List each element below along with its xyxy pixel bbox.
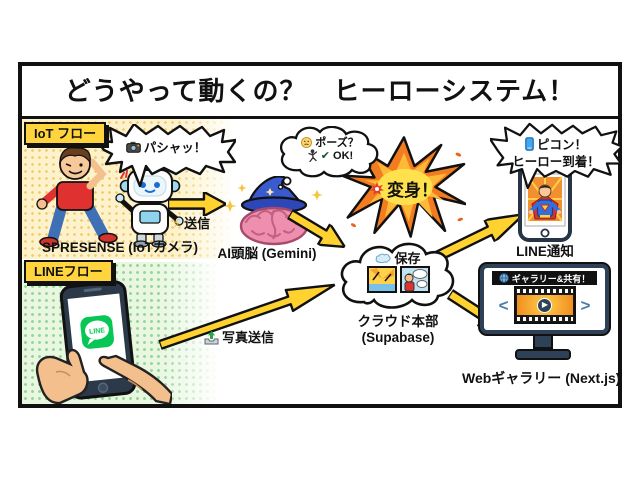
- monitor-stand-base: [515, 349, 571, 360]
- notify-bubble-line1: ピコン！: [536, 138, 587, 152]
- thought-ok: OK!: [333, 149, 354, 162]
- gallery-banner: ギャラリー&共有！: [492, 271, 597, 285]
- burst-icon: [370, 181, 384, 196]
- shutter-bubble-text: パシャッ！: [143, 141, 207, 155]
- line-flow-badge: LINEフロー: [24, 260, 113, 283]
- iot-flow-badge: IoT フロー: [24, 122, 107, 145]
- thought-question: ポーズ？: [315, 137, 359, 149]
- phone-icon: [525, 136, 534, 151]
- arrow-ai-to-cloud: [284, 204, 351, 258]
- shutter-speech-bubble: パシャッ！: [94, 122, 238, 190]
- play-icon[interactable]: ▶: [537, 297, 552, 313]
- page-title: どうやって動くの？ ヒーローシステム！: [22, 66, 618, 119]
- cloud-icon: [375, 253, 392, 263]
- arrow-camera-to-ai: [168, 192, 226, 216]
- line-notify-caption: LINE通知: [516, 244, 574, 259]
- gemini-caption: AI頭脳 (Gemini): [217, 246, 317, 261]
- camera-icon: [125, 141, 141, 153]
- notify-speech-bubble: ピコン！ ヒーロー到着！: [488, 122, 624, 194]
- lightning-icon: ⚡: [172, 216, 182, 231]
- send-label: ⚡ 送信: [172, 216, 211, 231]
- upload-tray-icon: [204, 330, 219, 345]
- diagram-frame: どうやって動くの？ ヒーローシステム！ IoT フロー LINEフロー パシャッ…: [18, 62, 624, 408]
- thought-bubble: ポーズ？ ✔ OK!: [277, 125, 382, 190]
- boy-character: [30, 144, 122, 248]
- transform-label: 変身！: [387, 181, 438, 200]
- web-gallery-caption: Webギャラリー (Next.js): [462, 370, 621, 386]
- monitor-stand-neck: [533, 336, 553, 349]
- thinking-face-icon: [301, 136, 313, 148]
- spresense-caption: SPRESENSE (IoTカメラ): [41, 240, 198, 255]
- supabase-cloud: 保存: [336, 242, 460, 314]
- chevron-right-icon[interactable]: >: [580, 295, 591, 315]
- supabase-caption: クラウド本部 (Supabase): [357, 314, 439, 346]
- pose-figure-icon: [307, 149, 318, 162]
- check-icon: ✔: [320, 150, 331, 162]
- hand-with-line-phone: LINE: [32, 280, 172, 404]
- save-label: 保存: [394, 251, 421, 266]
- gallery-filmstrip[interactable]: ▶: [513, 286, 576, 324]
- photo-send-label: 写真送信: [204, 330, 274, 346]
- comic-panel-person: [399, 266, 430, 293]
- arrow-line-to-cloud: [156, 272, 339, 357]
- chevron-left-icon[interactable]: <: [498, 295, 509, 315]
- hero-phone: [518, 162, 572, 242]
- line-logo-text: LINE: [89, 327, 106, 336]
- globe-icon: [498, 273, 509, 283]
- comic-panel-action: [366, 266, 397, 293]
- monitor-screen: ギャラリー&共有！ < ▶ >: [478, 262, 611, 336]
- web-gallery-monitor: ギャラリー&共有！ < ▶ >: [478, 262, 611, 360]
- notify-bubble-line2: ヒーロー到着！: [512, 155, 600, 169]
